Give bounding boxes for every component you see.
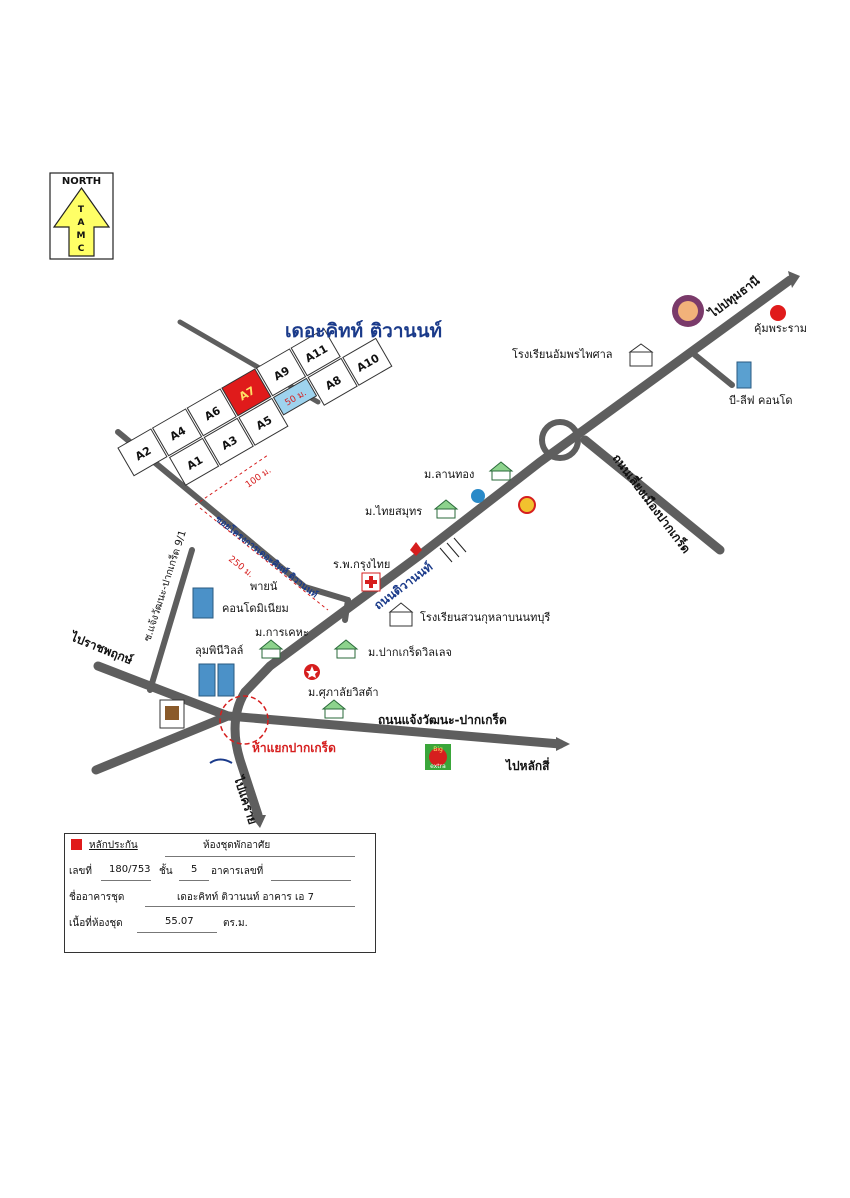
school-icon xyxy=(629,351,653,367)
house-icon-thaisamut xyxy=(433,499,459,519)
rail-ticks xyxy=(439,537,467,563)
southwest-road xyxy=(91,711,233,775)
north-arrow-icon xyxy=(52,186,111,257)
label-khum: คุ้มพระราม xyxy=(754,322,807,335)
ratchaphruek-road xyxy=(93,661,233,721)
label-to-pathum: ไปปทุมธานี xyxy=(704,272,763,322)
project-title: เดอะคิทท์ ติวานนท์ xyxy=(285,320,442,342)
parking-50m xyxy=(272,377,318,416)
distance-lines xyxy=(194,454,329,611)
label-chaengwattana: ถนนแจ้งวัฒนะ-ปากเกร็ด xyxy=(378,712,507,727)
label-pakkret-village: ม.ปากเกร็ดวิลเลจ xyxy=(368,645,452,659)
condo-icon xyxy=(736,361,752,389)
building-a3 xyxy=(203,417,254,466)
building-a11 xyxy=(290,328,341,377)
landmarks: Big extra xyxy=(159,295,786,770)
chaengwattana-road xyxy=(223,711,565,749)
airline-icon xyxy=(209,758,233,764)
legend-swatch xyxy=(71,839,82,850)
label-amphorn: โรงเรียนอัมพรไพศาล xyxy=(512,347,613,361)
badge-letter-a: A xyxy=(78,218,85,228)
badge-letter-c: C xyxy=(78,244,85,254)
building-a10 xyxy=(342,337,393,386)
bypass-road xyxy=(580,435,725,555)
label-supalai: ม.ศุภาลัยวิสต้า xyxy=(308,686,379,699)
ptt-icon xyxy=(471,489,485,503)
khaerai-road xyxy=(230,687,263,820)
label-condo: คอนโดมิเนียม xyxy=(222,601,289,615)
label-payoon: พายนั xyxy=(250,580,278,593)
label-thaisamut: ม.ไทยสมุทร xyxy=(365,505,422,518)
unit-no-label: เลขที่ xyxy=(69,866,92,877)
collateral-info-box: หลักประกัน ห้องชุดพักอาศัย เลขที่ 180/75… xyxy=(64,833,376,953)
badge-letter-t: T xyxy=(78,205,85,215)
floor-value: 5 xyxy=(191,864,198,875)
legend-label: หลักประกัน xyxy=(89,840,138,851)
bigc-top-label: Big xyxy=(433,746,443,753)
soi-91-road xyxy=(147,547,195,693)
label-suankularb: โรงเรียนสวนกุหลาบนนทบุรี xyxy=(420,610,550,624)
place-labels: โรงเรียนอัมพรไพศาล คุ้มพระราม บี-ลีฟ คอน… xyxy=(195,322,807,699)
label-lanthong: ม.ลานทอง xyxy=(424,468,474,481)
suankularb-school-icon xyxy=(389,611,413,627)
payoon-condo-icon xyxy=(192,587,214,619)
roundabout xyxy=(539,419,581,461)
building-a7 xyxy=(221,368,272,417)
tiwanon-road xyxy=(240,275,795,697)
intersection-circle xyxy=(219,695,269,745)
building-a9 xyxy=(255,348,307,397)
shell-icon xyxy=(518,496,536,514)
lumpini-icon-2 xyxy=(217,663,235,697)
label-lumpini: ลุมพินีวิลล์ xyxy=(195,644,243,657)
lumpini-icon-1 xyxy=(198,663,216,697)
house-icon-pakkret xyxy=(333,639,359,659)
building-a5 xyxy=(238,397,289,446)
badge-letter-m: M xyxy=(77,231,86,241)
label-bleaf: บี-ลีฟ คอนโด xyxy=(729,393,793,407)
house-icon-supalai xyxy=(321,699,347,719)
house-icon-karakhe xyxy=(258,639,284,659)
arrow-laksi-icon xyxy=(556,737,570,751)
label-250m: 250 ม. xyxy=(226,554,255,580)
bigc-icon: Big extra xyxy=(425,744,451,770)
north-badge: NORTH T A M C xyxy=(49,172,114,260)
label-intersection: ห้าแยกปากเกร็ด xyxy=(252,740,336,755)
temple-icon xyxy=(770,305,786,321)
label-to-ratchaphruek: ไปราชพฤกษ์ xyxy=(67,628,135,667)
roads xyxy=(91,271,800,828)
label-karakhe: ม.การเคหะ xyxy=(255,626,309,639)
hospital-icon xyxy=(361,572,381,592)
area-unit: ตร.ม. xyxy=(223,918,248,929)
area-label: เนื้อที่ห้องชุด xyxy=(69,918,123,929)
label-to-laksi: ไปหลักสี่ xyxy=(504,757,550,773)
building-no-label: อาคารเลขที่ xyxy=(211,866,264,877)
arrow-khaerai-icon xyxy=(250,815,266,828)
house-icon-lanthong xyxy=(488,461,514,481)
arrow-pathum-icon xyxy=(788,271,800,288)
mitsubishi-icon xyxy=(410,542,422,556)
building-a4 xyxy=(151,408,203,457)
floor-label: ชั้น xyxy=(159,866,173,877)
label-bypass: ถนนเลี่ยงเมืองปากเกร็ด xyxy=(610,450,695,556)
project-soi-road xyxy=(115,429,351,603)
building-a8 xyxy=(307,357,358,406)
building-grid: A2 A4 A6 A7 A9 A11 A1 A3 A5 50 ม. A8 A10 xyxy=(117,328,393,486)
building-a6 xyxy=(186,388,237,437)
bigc-bottom-label: extra xyxy=(430,763,446,770)
area-value: 55.07 xyxy=(165,916,194,927)
unit-no-value: 180/753 xyxy=(109,864,151,875)
label-hospital: ร.พ.กรุงไทย xyxy=(333,558,390,571)
north-label: NORTH xyxy=(62,176,101,187)
building-a2 xyxy=(117,428,168,477)
building-a1 xyxy=(168,437,220,486)
building-name-label: ชื่ออาคารชุด xyxy=(69,892,125,903)
property-type: ห้องชุดพักอาศัย xyxy=(203,840,271,851)
building-name-value: เดอะคิทท์ ติวานนท์ อาคาร เอ 7 xyxy=(177,892,314,903)
